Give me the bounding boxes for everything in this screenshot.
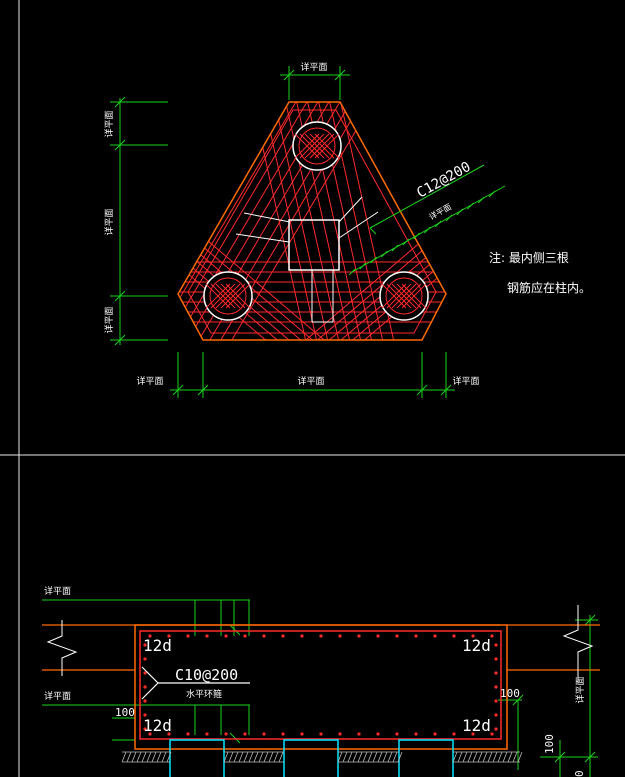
column-ties [235, 196, 379, 323]
anchor-label-tl: 12d [143, 636, 172, 655]
section-dim-top-left: 详平面 [44, 585, 71, 597]
note-line-1: 注: 最内侧三根 [489, 250, 569, 265]
dim-bottom-100: 100 [543, 734, 556, 754]
dim-left-mid-label: 详平面 [103, 208, 115, 235]
dim-bottom-0: 0 [573, 770, 586, 777]
dim-right-100: 100 [500, 687, 520, 700]
rebar-sublabel-section: 水平环箍 [186, 688, 222, 700]
cap-section-outline [134, 624, 508, 750]
cap-rebar-cage [139, 630, 502, 740]
rebar-label-section: C10@200 [175, 666, 238, 684]
triangular-pile-cap-plan: 详平面 详平面 详平面 详平面 详平面 详平面 详平面 C12@200 详平面 … [103, 61, 591, 398]
pile-sections [169, 739, 454, 777]
rebar-sublabel-top: 详平面 [427, 201, 453, 221]
dim-top-label: 详平面 [300, 61, 327, 73]
rebar-label-top: C12@200 [414, 159, 473, 202]
break-symbol-left [46, 620, 78, 676]
dim-right-vertical: 详平面 [574, 676, 586, 703]
dimension-lines [110, 66, 506, 398]
anchor-label-tr: 12d [462, 636, 491, 655]
pile-cap-outline [177, 101, 447, 341]
anchor-label-bl: 12d [143, 716, 172, 735]
anchor-label-br: 12d [462, 716, 491, 735]
section-dim-left-mid: 详平面 [44, 690, 71, 702]
note-line-2: 钢筋应在柱内。 [507, 280, 591, 295]
dim-bottom-right-label: 详平面 [452, 375, 479, 387]
pile-cap-section: 详平面 详平面 12d 12d 12d 12d C10@200 水平环箍 100… [42, 585, 600, 777]
break-symbol-right [562, 605, 594, 682]
dim-left-top-label: 详平面 [103, 110, 115, 137]
dim-bottom-left-label: 详平面 [136, 375, 163, 387]
column [288, 219, 340, 271]
dim-bottom-mid-label: 详平面 [297, 375, 324, 387]
dim-left-bottom-label: 详平面 [103, 306, 115, 333]
section-dimension-lines [42, 599, 598, 777]
stirrup-symbol [141, 666, 250, 700]
dim-left-100: 100 [115, 706, 135, 719]
